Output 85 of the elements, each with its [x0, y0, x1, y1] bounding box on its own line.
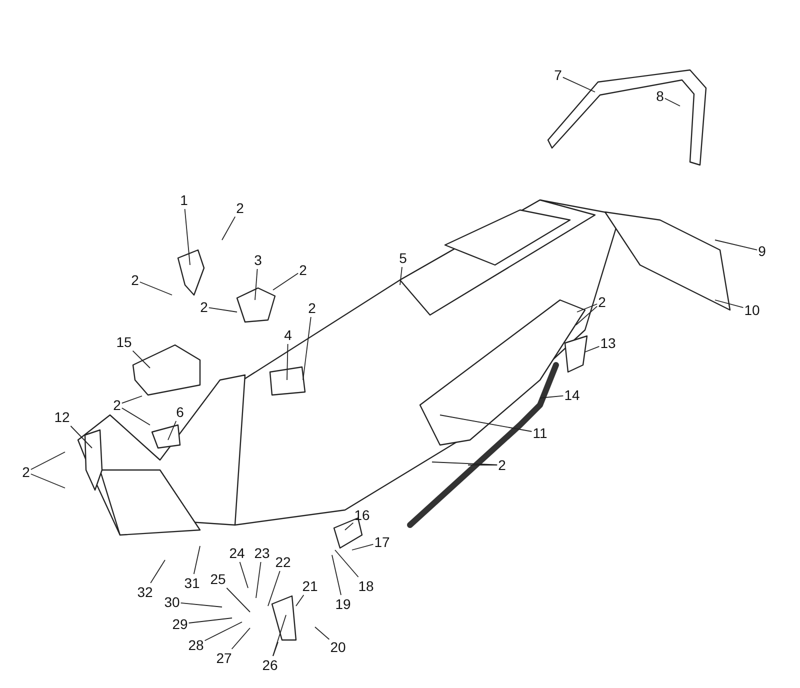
leader-line	[562, 76, 596, 92]
leader-line	[272, 642, 278, 656]
callout-number: 22	[275, 554, 291, 570]
leader-line	[132, 350, 150, 368]
leader-line	[296, 594, 304, 606]
callout-number: 14	[564, 387, 580, 403]
callout-number: 11	[532, 425, 548, 441]
callout-number: 28	[188, 637, 204, 653]
callout-number: 2	[131, 272, 139, 288]
leader-line	[188, 618, 232, 624]
callout-number: 17	[374, 534, 390, 550]
leader-line	[272, 614, 286, 656]
leader-line	[168, 420, 177, 440]
leader-line	[256, 562, 262, 598]
leader-line	[286, 344, 288, 380]
callout-number: 9	[758, 243, 766, 259]
callout-number: 7	[554, 67, 562, 83]
callout-number: 10	[744, 302, 760, 318]
leader-line	[226, 588, 250, 612]
callout-number: 18	[358, 578, 374, 594]
leader-line	[222, 216, 236, 240]
callout-number: 2	[308, 300, 316, 316]
callout-number: 20	[330, 639, 346, 655]
leader-line	[468, 464, 498, 466]
leader-line	[332, 554, 342, 596]
leader-line	[432, 462, 498, 466]
callout-number: 4	[284, 327, 292, 343]
leader-line	[121, 408, 150, 426]
callout-number: 5	[399, 250, 407, 266]
callout-number: 25	[210, 571, 226, 587]
callout-number: 2	[498, 457, 506, 473]
leader-line	[30, 474, 66, 488]
leader-line	[193, 546, 200, 574]
leader-line	[714, 240, 758, 250]
callout-number: 21	[302, 578, 318, 594]
leader-line	[714, 300, 744, 308]
callout-number: 6	[176, 404, 184, 420]
callout-number: 16	[354, 507, 370, 523]
callout-number: 30	[164, 594, 180, 610]
callout-number: 2	[236, 200, 244, 216]
leader-line	[184, 208, 190, 266]
callout-number: 12	[54, 409, 70, 425]
callout-number: 2	[22, 464, 30, 480]
leader-line	[272, 272, 299, 290]
callout-number: 24	[229, 545, 245, 561]
leader-line	[576, 304, 598, 312]
leader-line	[239, 562, 248, 588]
callout-number: 32	[137, 584, 153, 600]
leader-line	[664, 98, 680, 106]
leader-line	[254, 268, 258, 300]
leader-line	[231, 628, 250, 650]
leader-line	[139, 282, 172, 296]
leader-line	[540, 395, 564, 398]
leader-line	[344, 522, 354, 530]
leader-line	[204, 622, 242, 642]
callout-number: 2	[598, 294, 606, 310]
leader-line	[30, 452, 66, 470]
callout-number: 19	[335, 596, 351, 612]
callout-number: 2	[299, 262, 307, 278]
callout-number: 26	[262, 657, 278, 673]
callout-number: 3	[254, 252, 262, 268]
callout-number: 27	[216, 650, 232, 666]
leader-line	[440, 414, 532, 432]
leader-line	[70, 426, 92, 448]
callout-number: 31	[184, 575, 200, 591]
leader-line	[314, 626, 330, 640]
leader-line	[180, 602, 222, 608]
callout-number: 8	[656, 88, 664, 104]
callout-number: 13	[600, 335, 616, 351]
callout-number: 2	[200, 299, 208, 315]
callout-number: 23	[254, 545, 270, 561]
leader-line	[302, 316, 312, 380]
leader-line	[576, 306, 598, 326]
callout-number: 29	[172, 616, 188, 632]
leader-line	[121, 396, 142, 404]
leader-line	[150, 560, 166, 584]
leader-line	[352, 544, 374, 550]
callout-number: 15	[116, 334, 132, 350]
callout-number: 1	[180, 192, 188, 208]
leader-line	[268, 570, 280, 606]
leader-line	[334, 550, 359, 578]
leader-line	[208, 307, 238, 312]
leader-line	[584, 346, 600, 352]
leader-line	[400, 266, 402, 286]
callout-number: 2	[113, 397, 121, 413]
